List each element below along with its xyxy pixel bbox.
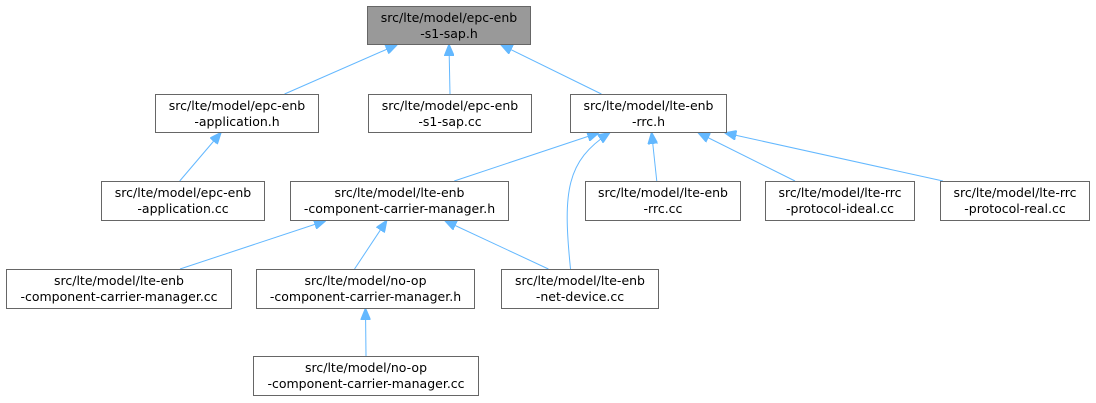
node-label-line1: src/lte/model/no-op bbox=[305, 360, 427, 375]
edge-lte-rrc-protocol-real-cc-to-lte-enb-rrc-h bbox=[725, 133, 944, 182]
node-no-op-component-carrier-manager-h[interactable]: src/lte/model/no-op -component-carrier-m… bbox=[256, 269, 475, 309]
node-epc-enb-s1-sap-h[interactable]: src/lte/model/epc-enb -s1-sap.h bbox=[367, 6, 531, 45]
node-label-line2: -component-carrier-manager.cc bbox=[267, 376, 465, 391]
node-label-line1: src/lte/model/lte-rrc bbox=[778, 185, 902, 200]
node-label-line2: -protocol-real.cc bbox=[964, 201, 1066, 216]
node-label-line1: src/lte/model/lte-rrc bbox=[953, 185, 1077, 200]
node-label-line2: -component-carrier-manager.h bbox=[269, 289, 462, 304]
node-lte-rrc-protocol-real-cc[interactable]: src/lte/model/lte-rrc -protocol-real.cc bbox=[940, 181, 1090, 221]
node-label-line1: src/lte/model/lte-enb bbox=[515, 273, 645, 288]
edge-epc-enb-application-h-to-epc-enb-s1-sap-h bbox=[284, 45, 397, 95]
node-label-line2: -s1-sap.h bbox=[420, 25, 478, 41]
edge-epc-enb-s1-sap-cc-to-epc-enb-s1-sap-h bbox=[449, 45, 450, 95]
edge-epc-enb-application-cc-to-epc-enb-application-h bbox=[179, 133, 221, 182]
node-label-line2: -application.cc bbox=[137, 201, 229, 216]
node-no-op-component-carrier-manager-cc[interactable]: src/lte/model/no-op -component-carrier-m… bbox=[253, 356, 479, 396]
node-label-line2: -component-carrier-manager.h bbox=[303, 201, 496, 216]
node-epc-enb-application-cc[interactable]: src/lte/model/epc-enb -application.cc bbox=[101, 181, 265, 221]
node-label-line1: src/lte/model/lte-enb bbox=[334, 185, 465, 200]
edge-lte-enb-net-device-cc-to-lte-enb-ccm-h bbox=[445, 221, 549, 270]
node-label-line2: -application.h bbox=[194, 113, 280, 129]
node-lte-rrc-protocol-ideal-cc[interactable]: src/lte/model/lte-rrc -protocol-ideal.cc bbox=[765, 181, 915, 221]
edge-no-op-ccm-h-to-lte-enb-ccm-h bbox=[354, 221, 387, 270]
edge-no-op-ccm-cc-to-no-op-ccm-h bbox=[366, 309, 367, 357]
node-label-line2: -protocol-ideal.cc bbox=[786, 201, 894, 216]
node-label-line1: src/lte/model/epc-enb bbox=[381, 97, 519, 113]
node-label-line1: src/lte/model/lte-enb bbox=[598, 185, 728, 200]
edge-lte-enb-rrc-cc-to-lte-enb-rrc-h bbox=[652, 133, 657, 182]
node-epc-enb-s1-sap-cc[interactable]: src/lte/model/epc-enb -s1-sap.cc bbox=[368, 94, 532, 133]
node-label-line1: src/lte/model/epc-enb bbox=[380, 9, 518, 25]
node-lte-enb-rrc-cc[interactable]: src/lte/model/lte-enb -rrc.cc bbox=[585, 181, 741, 221]
node-label-line1: src/lte/model/lte-enb bbox=[583, 97, 714, 113]
node-lte-enb-rrc-h[interactable]: src/lte/model/lte-enb -rrc.h bbox=[570, 94, 727, 133]
edge-lte-enb-rrc-h-to-epc-enb-s1-sap-h bbox=[501, 45, 602, 95]
node-label-line1: src/lte/model/lte-enb bbox=[54, 273, 184, 288]
edge-lte-rrc-protocol-ideal-cc-to-lte-enb-rrc-h bbox=[699, 133, 796, 182]
edge-lte-enb-net-device-cc-to-lte-enb-rrc-h bbox=[566, 133, 609, 270]
node-label-line2: -component-carrier-manager.cc bbox=[20, 289, 218, 304]
node-epc-enb-application-h[interactable]: src/lte/model/epc-enb -application.h bbox=[155, 94, 319, 133]
node-label-line1: src/lte/model/epc-enb bbox=[168, 97, 306, 113]
node-label-line2: -s1-sap.cc bbox=[418, 113, 482, 129]
edge-lte-enb-ccm-h-to-lte-enb-rrc-h bbox=[454, 133, 598, 182]
node-label-line2: -rrc.cc bbox=[643, 201, 683, 216]
node-lte-enb-component-carrier-manager-h[interactable]: src/lte/model/lte-enb -component-carrier… bbox=[290, 181, 509, 221]
node-label-line2: -net-device.cc bbox=[535, 289, 625, 304]
node-lte-enb-component-carrier-manager-cc[interactable]: src/lte/model/lte-enb -component-carrier… bbox=[6, 269, 232, 309]
node-lte-enb-net-device-cc[interactable]: src/lte/model/lte-enb -net-device.cc bbox=[501, 269, 659, 309]
edge-lte-enb-ccm-cc-to-lte-enb-ccm-h bbox=[179, 221, 325, 270]
node-label-line2: -rrc.h bbox=[631, 113, 666, 129]
node-label-line1: src/lte/model/no-op bbox=[304, 273, 427, 288]
node-label-line1: src/lte/model/epc-enb bbox=[114, 185, 252, 200]
